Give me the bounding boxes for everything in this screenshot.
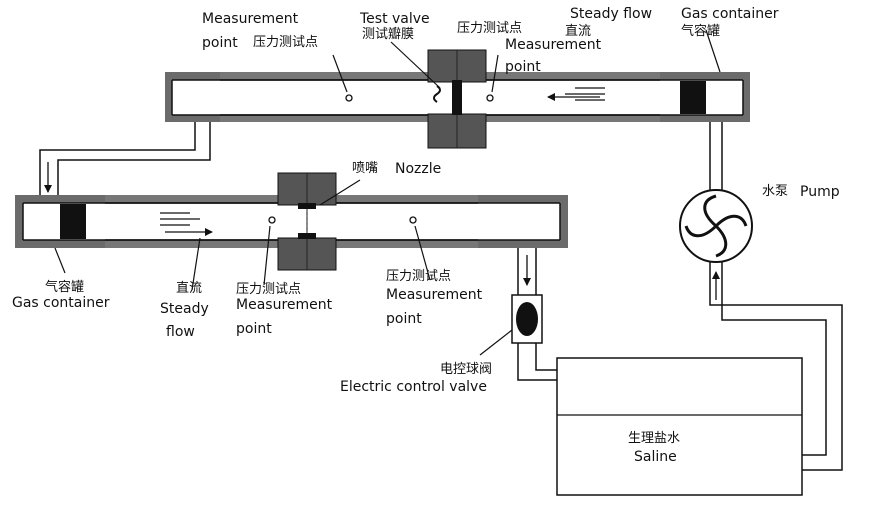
- measurement-bottom-right-label: Measurement: [386, 287, 483, 303]
- measurement-point-top-left: [345, 94, 353, 102]
- gas-container-top-label: Gas container: [681, 6, 779, 22]
- gas-container-piston-top: [680, 81, 706, 114]
- electric-valve-cn: 电控球阀: [440, 362, 493, 377]
- nozzle-cn: 喷嘴: [352, 161, 379, 176]
- measurement-top-right-point: point: [505, 59, 541, 75]
- gas-container-piston-bottom: [60, 204, 86, 239]
- electric-valve-label: Electric control valve: [340, 379, 487, 395]
- steady-flow-bottom-label-1: Steady: [160, 301, 209, 317]
- steady-flow-top-cn: 直流: [565, 24, 592, 39]
- measurement-point-bottom-mid: [268, 216, 276, 224]
- pump: [679, 189, 753, 263]
- pipe-top-to-bottom: [39, 122, 211, 195]
- saline-tank: [556, 357, 803, 496]
- saline-label: Saline: [634, 449, 677, 465]
- test-valve-housing: [427, 49, 487, 149]
- pipe-return: [709, 122, 843, 471]
- measurement-top-left-cn: 压力测试点: [253, 35, 319, 50]
- measurement-bottom-mid-point: point: [236, 321, 272, 337]
- pump-label: Pump: [800, 184, 840, 200]
- nozzle-housing: [277, 172, 337, 271]
- measurement-top-right-label: Measurement: [505, 37, 602, 53]
- gas-container-bottom-label: Gas container: [12, 295, 110, 311]
- leader-lines: [54, 29, 721, 356]
- steady-flow-top-label: Steady flow: [570, 6, 653, 22]
- nozzle-label: Nozzle: [395, 161, 442, 177]
- measurement-top-left-label: Measurement: [202, 11, 299, 27]
- measurement-point-top-right: [486, 94, 494, 102]
- electric-control-valve: [511, 294, 543, 344]
- gas-container-top-cn: 气容罐: [681, 24, 721, 39]
- steady-flow-bottom-label-2: flow: [166, 324, 195, 340]
- measurement-point-bottom-right: [409, 216, 417, 224]
- measurement-top-right-cn: 压力测试点: [457, 21, 523, 36]
- measurement-bottom-right-point: point: [386, 311, 422, 327]
- gas-container-bottom-cn: 气容罐: [45, 280, 85, 295]
- pump-cn: 水泵: [762, 184, 789, 199]
- test-valve-cn: 测试瓣膜: [362, 27, 415, 42]
- saline-cn: 生理盐水: [628, 431, 681, 446]
- test-valve-label: Test valve: [360, 11, 430, 27]
- measurement-bottom-right-cn: 压力测试点: [386, 269, 452, 284]
- steady-flow-arrows-top: [547, 87, 605, 101]
- steady-flow-bottom-cn: 直流: [176, 281, 203, 296]
- measurement-bottom-mid-label: Measurement: [236, 297, 333, 313]
- measurement-top-left-point: point: [202, 35, 238, 51]
- measurement-bottom-mid-cn: 压力测试点: [236, 282, 302, 297]
- steady-flow-arrows-bottom: [160, 212, 213, 236]
